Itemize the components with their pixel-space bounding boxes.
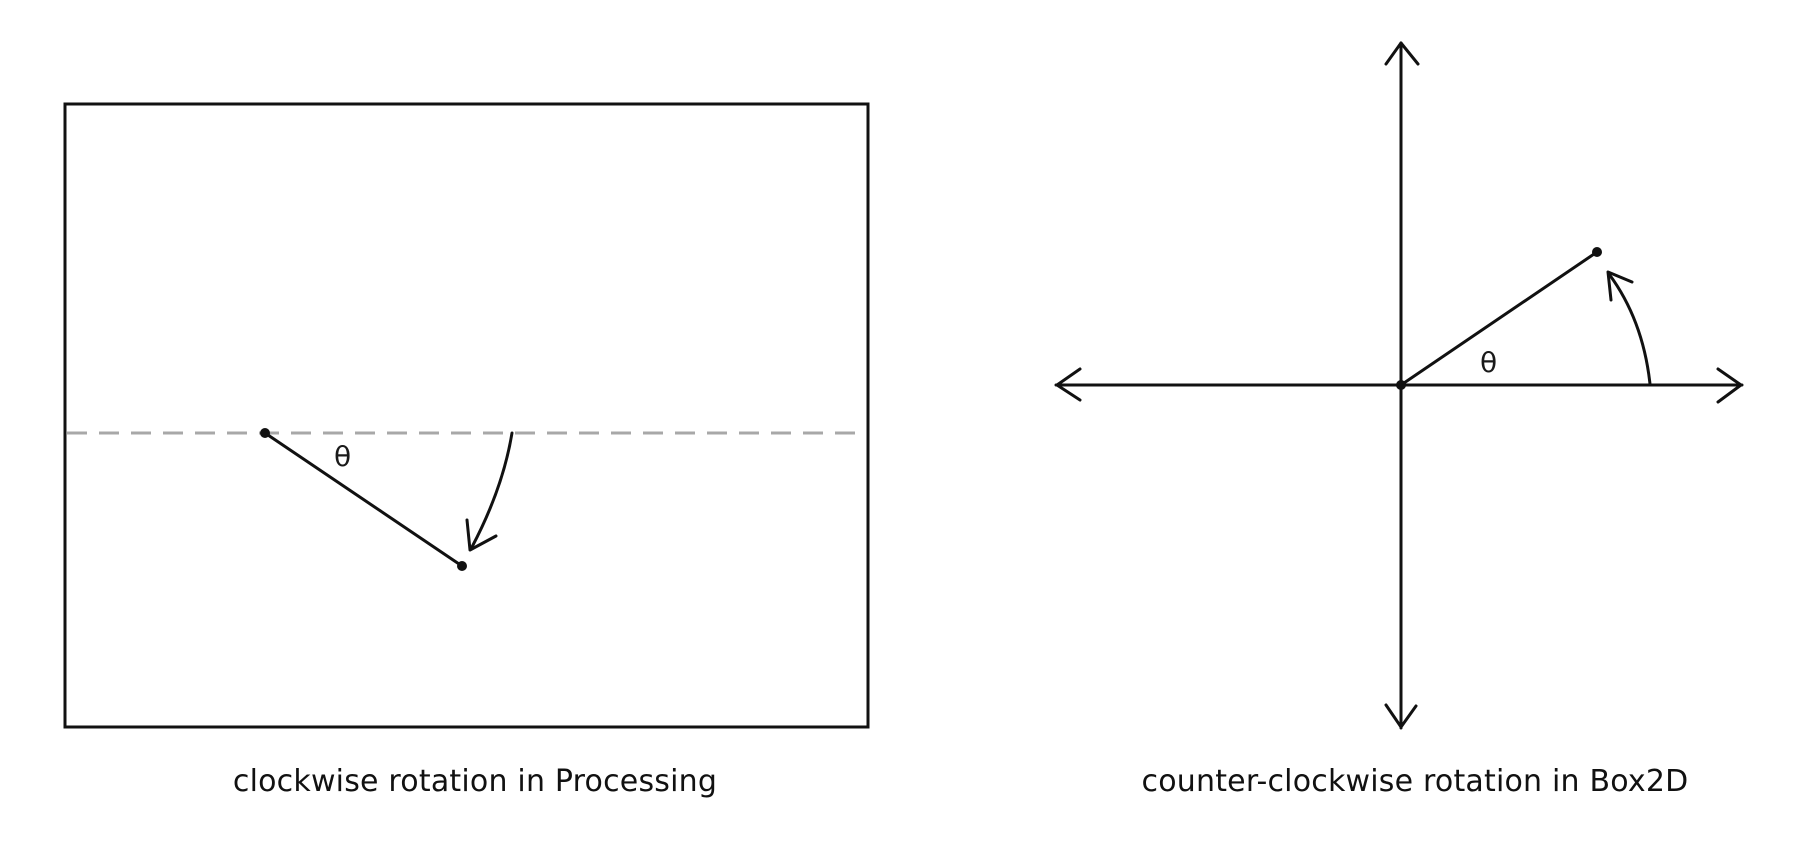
rotated-arm-line bbox=[263, 431, 464, 568]
counter-clockwise-arrowhead-icon bbox=[1606, 270, 1634, 302]
arm-end-point bbox=[457, 561, 467, 571]
box2d-caption: counter-clockwise rotation in Box2D bbox=[1141, 764, 1689, 799]
clockwise-rotation-arrow bbox=[470, 431, 514, 549]
x-axis-left-arrow-icon bbox=[1055, 367, 1082, 402]
y-axis-up-arrow-icon bbox=[1384, 41, 1420, 66]
clockwise-arrowhead-icon bbox=[465, 518, 498, 552]
box2d-panel: θ bbox=[1054, 41, 1744, 730]
x-axis-right-arrow-icon bbox=[1716, 367, 1743, 404]
rotated-vector-line bbox=[1399, 250, 1599, 387]
vector-end-point bbox=[1592, 247, 1602, 257]
origin-point bbox=[1396, 380, 1406, 390]
left-theta-label: θ bbox=[334, 440, 351, 473]
processing-canvas-frame bbox=[63, 102, 870, 729]
counter-clockwise-rotation-arrow bbox=[1607, 272, 1652, 386]
pivot-point bbox=[260, 428, 270, 438]
processing-caption: clockwise rotation in Processing bbox=[232, 764, 718, 799]
y-axis-down-arrow-icon bbox=[1384, 703, 1418, 729]
processing-panel: θ bbox=[63, 102, 870, 729]
right-theta-label: θ bbox=[1480, 346, 1497, 379]
